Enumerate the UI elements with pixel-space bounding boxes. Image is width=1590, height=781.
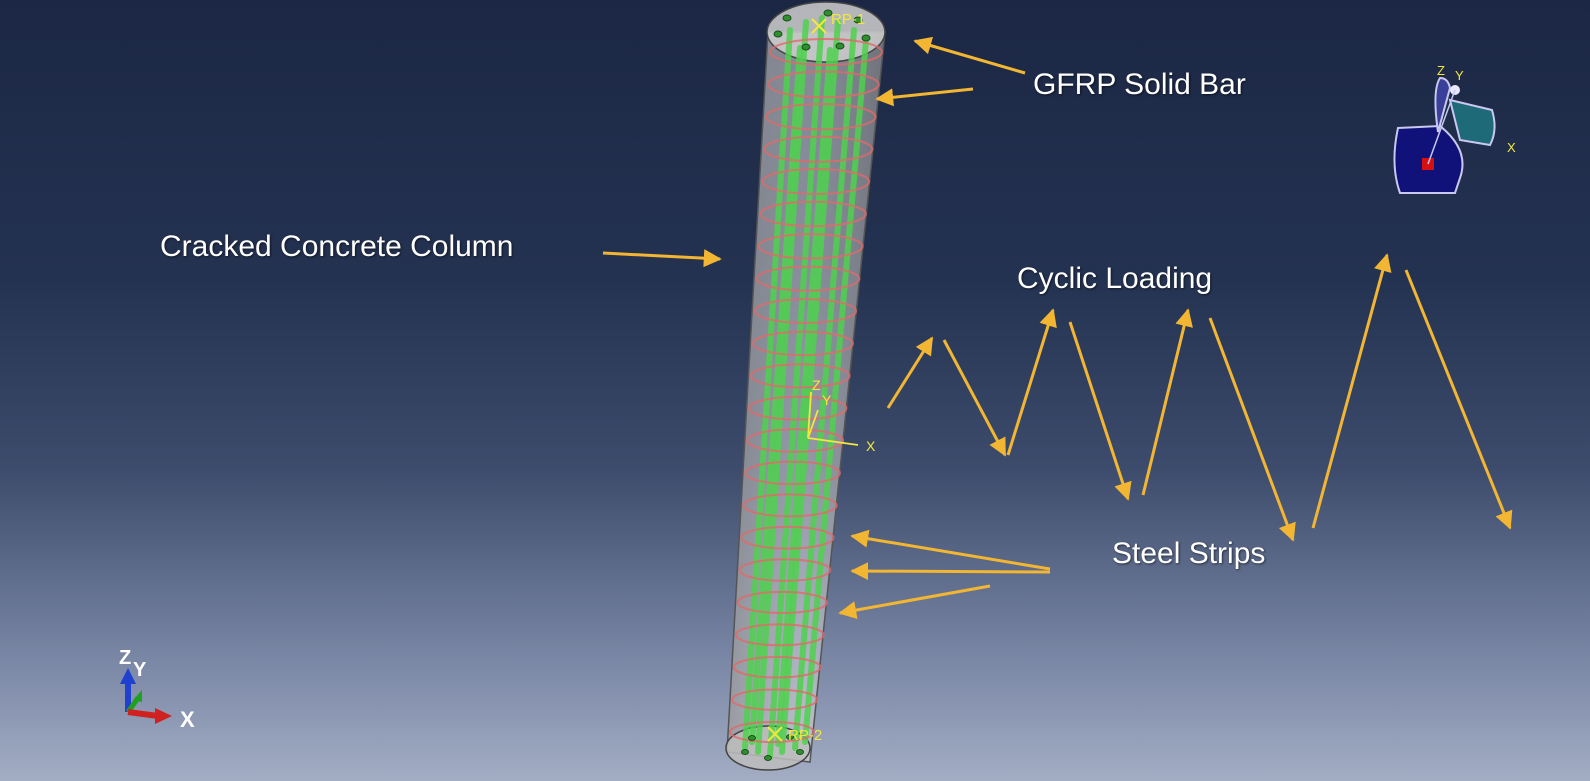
steel-strip-hoop	[753, 298, 858, 324]
annotation-arrows	[602, 36, 1513, 619]
steel-strip-hoop	[736, 590, 828, 615]
cracked-concrete-column-label: Cracked Concrete Column	[160, 230, 514, 263]
steel-strip-hoop	[749, 363, 851, 389]
steel-strip-hoop	[730, 688, 819, 711]
steel-strip-hoop	[763, 135, 874, 163]
svg-text:X: X	[180, 707, 195, 732]
steel-strip-hoop	[746, 428, 845, 453]
global-triad-icon: Z Y X	[119, 647, 195, 732]
svg-text:Y: Y	[133, 659, 147, 681]
steel-strip-hoop	[742, 493, 838, 518]
bar-end-holes	[741, 9, 871, 761]
steel-strips	[729, 38, 883, 743]
steel-strip-hoop	[751, 330, 854, 357]
steel-strip-hoop	[759, 200, 867, 228]
steel-strip-hoop	[757, 233, 864, 260]
svg-text:RP-1: RP-1	[831, 11, 865, 28]
reference-point-bottom[interactable]: RP-2	[767, 726, 822, 744]
gfrp-solid-bar-label: GFRP Solid Bar	[1033, 68, 1246, 101]
steel-strip-hoop	[755, 265, 861, 292]
steel-strip-hoop	[748, 395, 848, 421]
steel-strip-hoop	[729, 721, 815, 743]
local-csys-icon: Z Y X	[807, 377, 876, 454]
steel-strip-hoop	[765, 103, 877, 131]
cyclic-loading-label: Cyclic Loading	[1017, 262, 1213, 295]
steel-strip-hoop	[740, 525, 835, 550]
svg-text:RP-2: RP-2	[788, 727, 822, 744]
svg-text:Z: Z	[1437, 63, 1445, 78]
steel-strip-hoop	[761, 168, 871, 195]
steel-strip-hoop	[744, 460, 841, 486]
steel-strip-hoop	[767, 70, 880, 99]
steel-arrow-3	[838, 584, 991, 619]
steel-strip-hoop	[769, 38, 883, 66]
view-cube-icon[interactable]: Z Y X	[1393, 63, 1516, 194]
svg-text:Z: Z	[119, 647, 131, 669]
svg-text:X: X	[866, 438, 876, 454]
steel-arrow-2	[850, 562, 1051, 581]
gfrp-arrow-1	[913, 36, 1026, 75]
svg-text:X: X	[1507, 140, 1516, 155]
steel-arrow-1	[850, 529, 1051, 571]
svg-text:Y: Y	[1455, 68, 1464, 83]
svg-text:Y: Y	[822, 392, 832, 408]
steel-strip-hoop	[738, 558, 832, 582]
steel-strip-hoop	[734, 623, 825, 647]
svg-text:Z: Z	[812, 377, 821, 393]
gfrp-arrow-2	[875, 87, 974, 107]
steel-strip-hoop	[732, 655, 822, 679]
steel-strips-label: Steel Strips	[1112, 537, 1266, 570]
concrete-arrow	[602, 249, 722, 268]
reference-point-top[interactable]: RP-1	[811, 11, 865, 34]
